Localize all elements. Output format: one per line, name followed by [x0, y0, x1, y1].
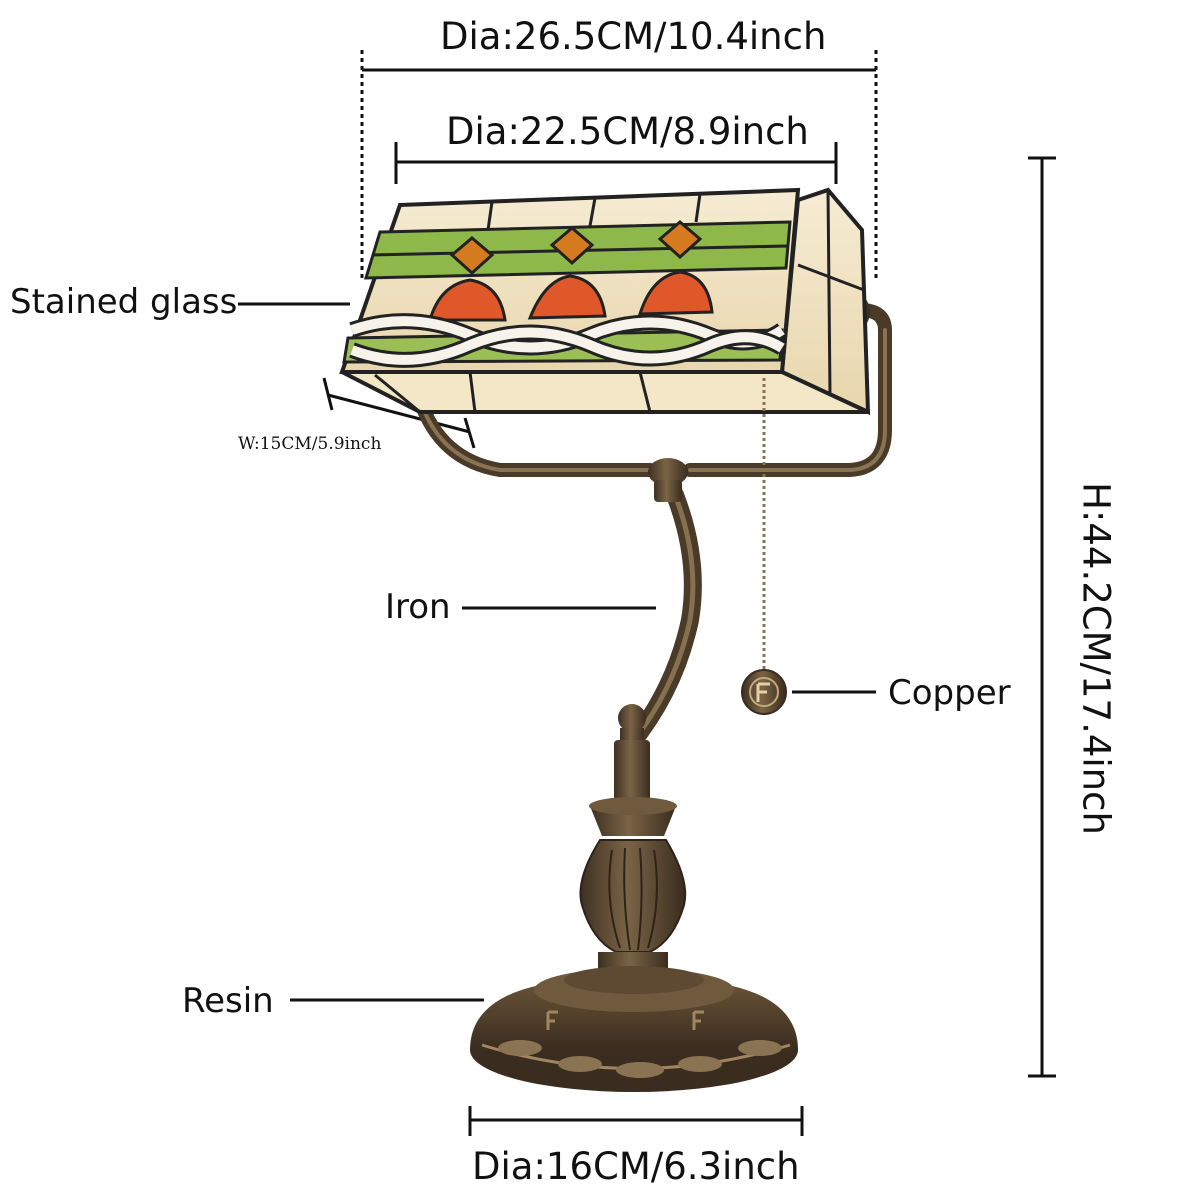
shade-width-label: W:15CM/5.9inch	[238, 434, 382, 454]
dimension-inner-diameter	[394, 142, 838, 184]
leader-lines	[238, 302, 876, 1002]
material-iron-label: Iron	[385, 587, 451, 627]
height-label: H:44.2CM/17.4inch	[1074, 482, 1118, 835]
dimension-height	[1028, 156, 1056, 1078]
pull-chain	[741, 378, 787, 715]
inner-diameter-label: Dia:22.5CM/8.9inch	[446, 110, 809, 153]
material-copper-label: Copper	[888, 673, 1011, 713]
base-diameter-label: Dia:16CM/6.3inch	[472, 1145, 800, 1188]
lamp-base	[470, 704, 798, 1092]
dimension-shade-width	[322, 377, 476, 449]
dimension-base-diameter	[468, 1106, 804, 1136]
dimension-outer-diameter	[360, 50, 878, 280]
outer-diameter-label: Dia:26.5CM/10.4inch	[440, 15, 827, 58]
material-resin-label: Resin	[182, 981, 274, 1021]
material-stained-glass-label: Stained glass	[10, 282, 238, 322]
stained-glass-shade	[339, 187, 871, 416]
